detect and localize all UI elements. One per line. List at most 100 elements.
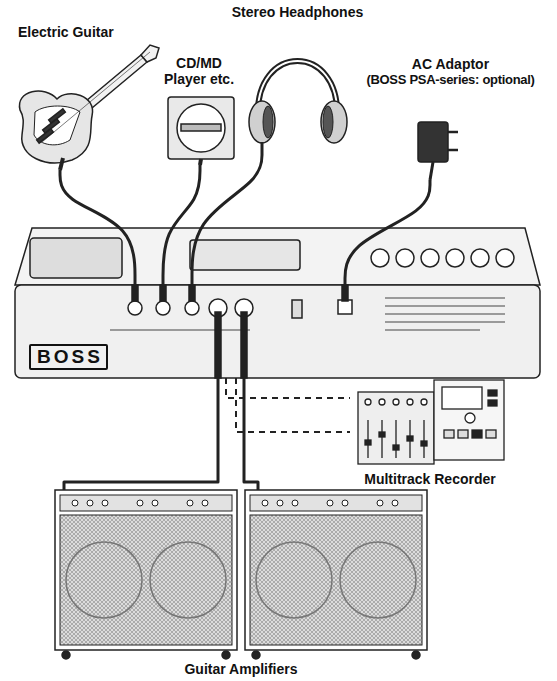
effects-unit: BOSS (15, 285, 540, 378)
cd-player-drawing (168, 97, 234, 165)
device-label: AC Adaptor(BOSS PSA-series: optional) (348, 56, 553, 180)
unit-knob (446, 249, 464, 267)
recorder-button (488, 400, 497, 406)
mixer-knob (365, 399, 371, 405)
unit-top-plate (15, 228, 540, 285)
phones-jack (185, 301, 199, 315)
node-title: BOSS (29, 344, 108, 370)
cable (345, 180, 430, 285)
guitar-pickup (37, 129, 54, 143)
fine-print-line (385, 313, 505, 315)
panel-fine-print (110, 298, 505, 330)
amp-knob (327, 500, 333, 506)
recorder-drawing (358, 380, 504, 464)
guitar-plug (60, 158, 63, 170)
fader (381, 420, 382, 458)
adaptor-prong (448, 149, 458, 152)
mixer-knob (407, 399, 413, 405)
ear-cup (249, 101, 275, 143)
guitar-strings (42, 52, 150, 142)
fine-print-line (385, 305, 505, 307)
plug (189, 285, 195, 301)
power-switch (292, 300, 302, 318)
cable (244, 378, 258, 490)
amp-control-strip (60, 495, 232, 511)
headphones-drawing (249, 61, 347, 150)
mixer-knob (393, 399, 399, 405)
fader-cap (407, 436, 413, 441)
guitar-drawing (19, 45, 159, 170)
device-label: CD/MD Player etc. (155, 55, 243, 165)
adaptor-prong (448, 131, 458, 134)
mixer-knob (421, 399, 427, 405)
fader-cap (393, 445, 399, 450)
unit-display (190, 240, 300, 270)
cable (163, 165, 200, 285)
plug (215, 312, 221, 378)
player-slot (181, 124, 221, 131)
amp-grill (60, 515, 232, 645)
fader (367, 420, 368, 458)
amp-knob (137, 500, 143, 506)
fader (423, 420, 424, 458)
amp-knob (377, 500, 383, 506)
input-jack (128, 301, 142, 315)
node-title: Electric Guitar (18, 24, 114, 40)
amp-wheel (252, 651, 260, 659)
ear-pad (323, 106, 333, 138)
amp-knob (202, 500, 208, 506)
fine-print-line (385, 321, 505, 323)
mixer-knob (379, 399, 385, 405)
node-title: CD/MD Player etc. (157, 55, 241, 87)
node-title: Multitrack Recorder (364, 471, 495, 487)
node-subtitle: (BOSS PSA-series: optional) (366, 72, 534, 88)
amp-speaker (150, 542, 226, 618)
device-label: Electric Guitar (10, 20, 160, 170)
amp-grill (250, 515, 422, 645)
cable (192, 150, 262, 285)
unit-knob (421, 249, 439, 267)
guitar-pickguard (34, 106, 80, 145)
amp-knob (292, 500, 298, 506)
adaptor-body (418, 122, 448, 162)
recorder-button (488, 390, 497, 396)
amp-knobs (72, 500, 398, 506)
amp-knob (392, 500, 398, 506)
adaptor-drawing (418, 122, 458, 180)
recorder-display (442, 387, 482, 409)
amp-cabinet (55, 490, 237, 650)
amp-wheel (412, 651, 420, 659)
guitar-body (19, 91, 92, 163)
fine-print-line (385, 329, 480, 331)
amp-wheel (62, 651, 70, 659)
recorder-body (434, 380, 504, 460)
node-title: Stereo Headphones (232, 4, 363, 20)
mixer-body (358, 392, 434, 464)
headphone-cable-stub (261, 142, 264, 150)
fader (395, 420, 396, 458)
recorder-button (458, 430, 468, 438)
ear-cup (321, 101, 347, 143)
amp-cabinet (245, 490, 427, 650)
fine-print-line (110, 329, 250, 331)
amp-knob (342, 500, 348, 506)
unit-knob (496, 249, 514, 267)
adaptor-cable-stub (430, 162, 433, 180)
fader-cap (379, 432, 385, 437)
amp-speaker (340, 542, 416, 618)
amp-knob (262, 500, 268, 506)
plug (160, 285, 166, 301)
amp-knob (187, 500, 193, 506)
amp-speaker (66, 542, 142, 618)
guitar-headstock (141, 45, 159, 62)
amp-control-strip (250, 495, 422, 511)
player-plug (200, 159, 201, 165)
cable (64, 378, 218, 490)
amplifier-drawing (55, 490, 427, 659)
player-body (168, 97, 234, 159)
amp-knob (87, 500, 93, 506)
recorder-dial (465, 413, 475, 423)
node-title: AC Adaptor (412, 56, 489, 72)
